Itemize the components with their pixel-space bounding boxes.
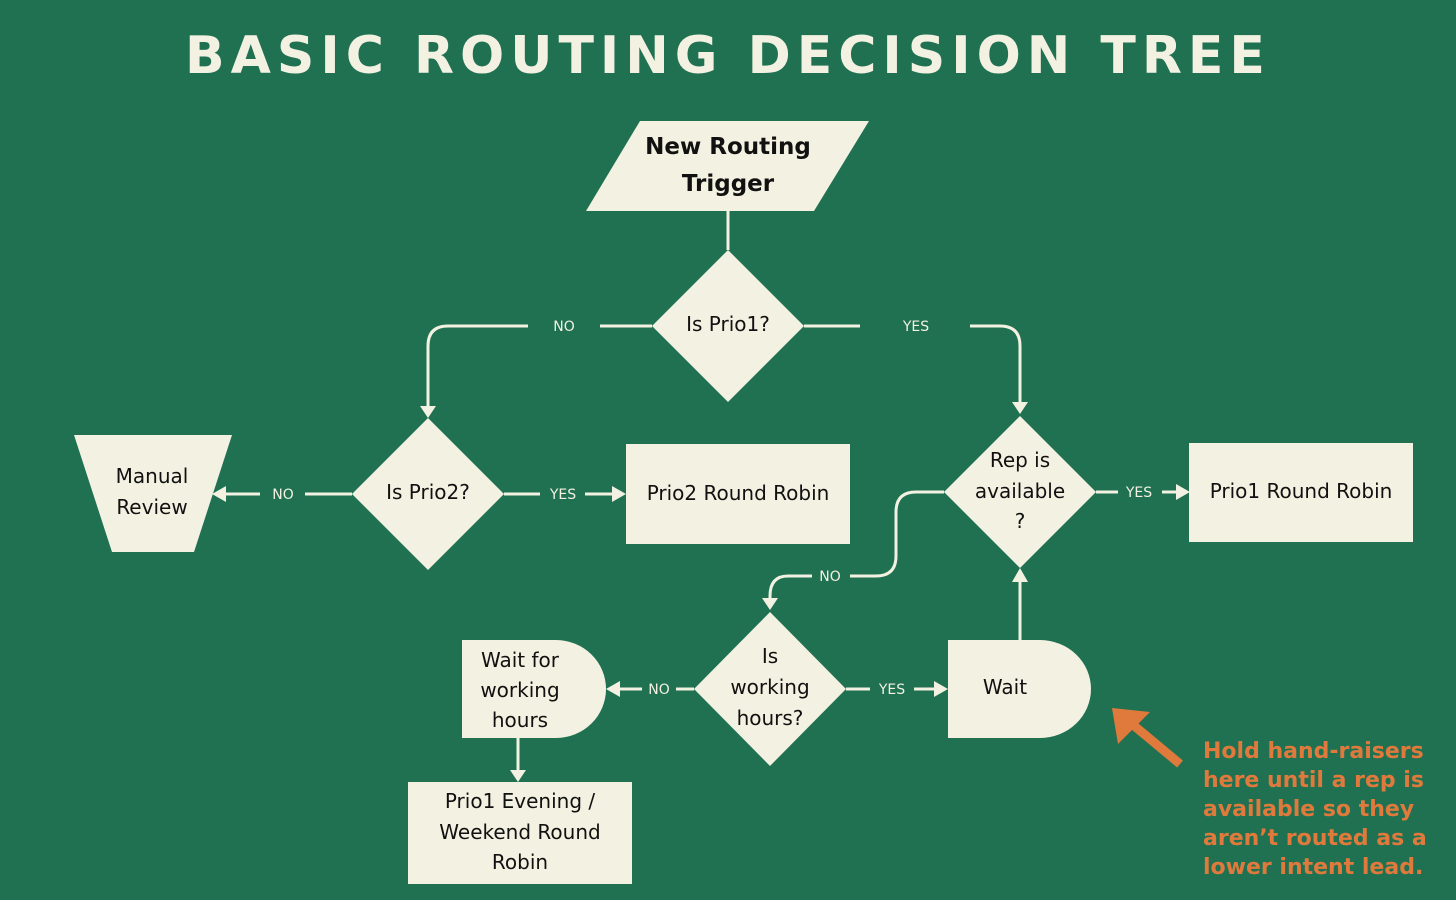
edge-label-prio1-yes: YES: [902, 319, 929, 335]
edge-label-rep-yes: YES: [1125, 485, 1152, 501]
node-rep-is-available: Rep is available ?: [944, 416, 1096, 568]
node-wait-for-working-hours: Wait for working hours: [462, 640, 606, 738]
node-is-working-hours: Is working hours?: [694, 612, 846, 766]
arrowhead: [510, 770, 526, 782]
node-new-routing-trigger: New Routing Trigger: [586, 121, 869, 211]
node-label-line: Prio1 Evening /: [445, 789, 596, 813]
page-title: BASIC ROUTING DECISION TREE: [185, 26, 1271, 86]
arrowhead: [762, 598, 778, 610]
arrowhead: [612, 486, 626, 502]
edge-label-prio2-no: NO: [272, 487, 294, 503]
arrowhead: [1176, 484, 1190, 500]
node-prio1-evening-weekend-round-robin: Prio1 Evening / Weekend Round Robin: [408, 782, 632, 884]
node-label-line: Wait: [983, 675, 1027, 699]
edge-label-rep-no: NO: [819, 569, 841, 585]
node-label-line: hours?: [737, 706, 804, 730]
edge-label-working-yes: YES: [878, 682, 905, 698]
node-label-line: available: [975, 479, 1065, 503]
arrow-up-left-icon: [1112, 708, 1183, 768]
arrowhead: [212, 486, 226, 502]
node-label-line: Weekend Round: [439, 820, 600, 844]
edge-label-prio1-no: NO: [553, 319, 575, 335]
arrowhead: [606, 681, 620, 697]
edge-labels: NO YES NO YES YES NO NO YES: [272, 319, 1152, 698]
node-label-line: Prio1 Round Robin: [1210, 479, 1393, 503]
arrowhead: [934, 681, 948, 697]
annotation-note: Hold hand-raisers here until a rep is av…: [1203, 739, 1427, 880]
node-label-line: Wait for: [481, 648, 560, 672]
node-label-line: Robin: [492, 850, 548, 874]
node-manual-review: Manual Review: [74, 435, 232, 552]
node-label-line: Is Prio1?: [686, 312, 770, 336]
node-label-line: ?: [1015, 509, 1026, 533]
node-label-line: Is Prio2?: [386, 480, 470, 504]
node-prio1-round-robin: Prio1 Round Robin: [1189, 443, 1413, 542]
node-label-line: hours: [492, 708, 548, 732]
node-label-line: working: [480, 678, 559, 702]
node-label-line: Manual: [116, 464, 189, 488]
node-label-line: Review: [116, 495, 187, 519]
node-wait: Wait: [948, 640, 1091, 738]
connector-prio1-yes: [804, 324, 1022, 406]
edge-label-working-no: NO: [648, 682, 670, 698]
arrowhead: [1012, 402, 1028, 414]
node-is-prio2: Is Prio2?: [352, 418, 504, 570]
node-prio2-round-robin: Prio2 Round Robin: [626, 444, 850, 544]
edge-label-prio2-yes: YES: [549, 487, 576, 503]
connector-prio1-no: [426, 324, 652, 410]
node-label-line: working: [730, 675, 809, 699]
node-label-line: Prio2 Round Robin: [647, 481, 830, 505]
arrowhead: [420, 406, 436, 418]
connector-rep-no: [768, 490, 944, 600]
node-label-line: Trigger: [682, 171, 775, 197]
node-label-line: Is: [762, 644, 778, 668]
node-is-prio1: Is Prio1?: [652, 250, 804, 402]
connectors: [212, 211, 1190, 782]
arrowhead: [1012, 568, 1028, 582]
node-label-line: Rep is: [990, 448, 1050, 472]
node-label-line: New Routing: [645, 134, 811, 160]
